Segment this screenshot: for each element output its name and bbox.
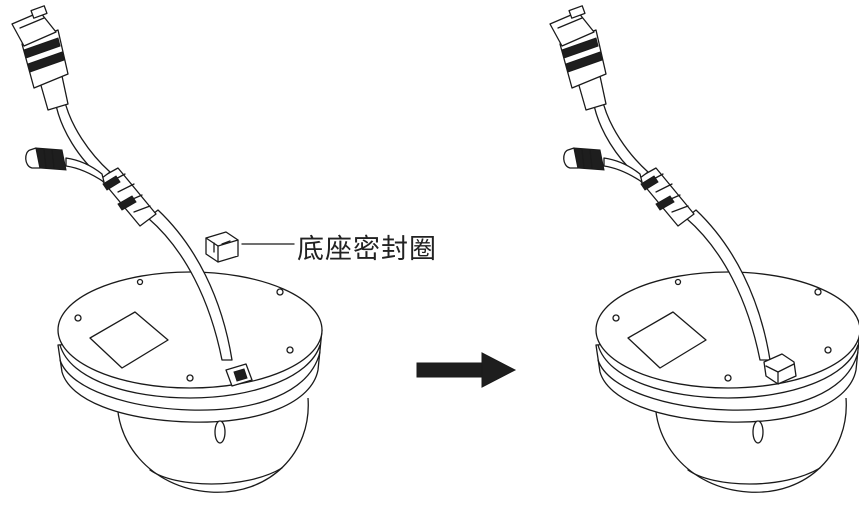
camera-after <box>549 5 859 493</box>
camera-before <box>11 5 323 493</box>
installed-seal <box>763 353 797 385</box>
right-arrow-icon <box>416 352 517 388</box>
callout-label: 底座密封圈 <box>297 234 437 265</box>
base-seal-ring <box>205 231 239 263</box>
